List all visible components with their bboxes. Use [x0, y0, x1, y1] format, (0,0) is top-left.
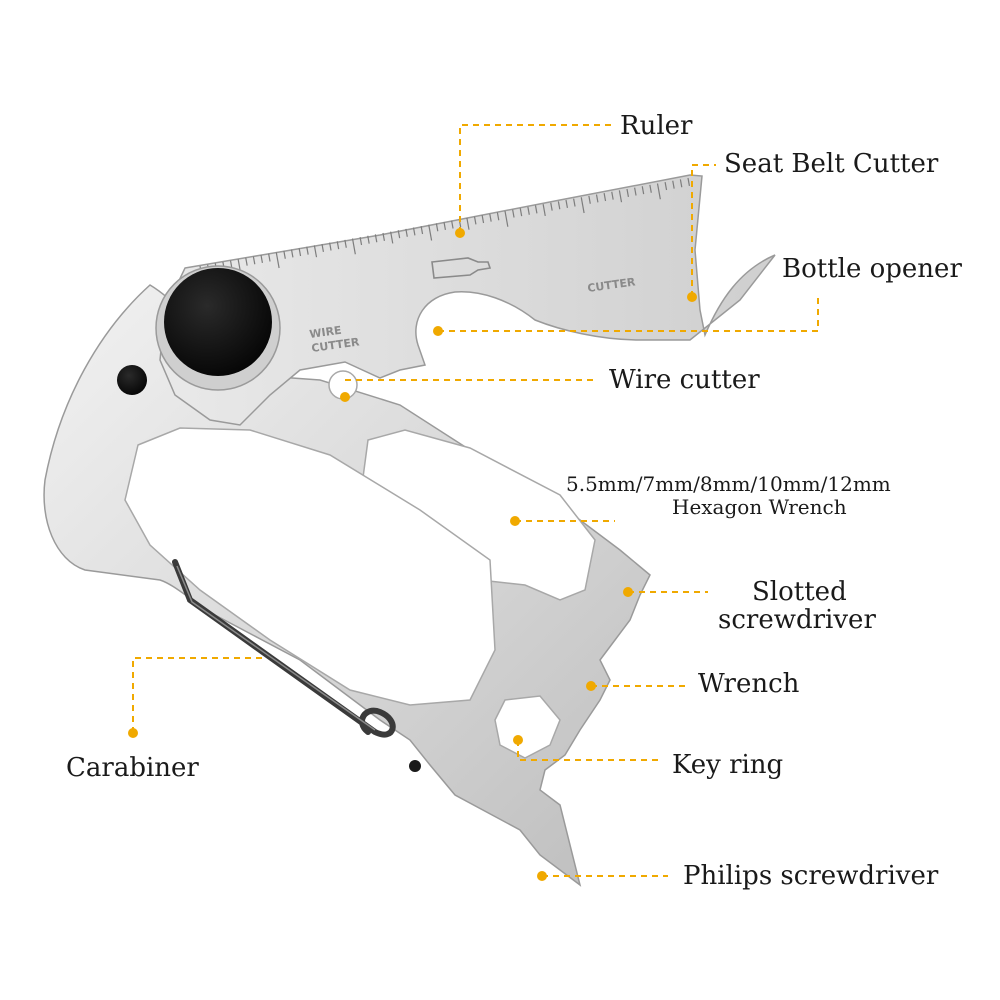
label-hex-sizes: 5.5mm/7mm/8mm/10mm/12mm	[566, 472, 891, 496]
ruler-tick	[489, 213, 492, 222]
dot-key-ring	[513, 735, 523, 745]
dot-wrench	[586, 681, 596, 691]
dot-wire-cutter	[340, 392, 350, 402]
label-slotted-line1: Slotted	[752, 577, 847, 607]
ruler-tick	[321, 243, 325, 252]
leader-seat-belt-cutter	[691, 164, 716, 297]
ruler-tick	[527, 206, 530, 215]
label-philips: Philips screwdriver	[683, 861, 939, 891]
pivot-knob	[164, 268, 272, 376]
ruler-tick	[573, 198, 576, 207]
label-hex-name: Hexagon Wrench	[672, 495, 847, 519]
ruler-tick	[237, 259, 241, 272]
label-wire-cutter: Wire cutter	[609, 365, 760, 395]
label-ruler: Ruler	[620, 111, 693, 141]
ruler-tick	[443, 221, 447, 230]
ruler-tick	[359, 237, 363, 246]
ruler-tick	[344, 239, 347, 248]
ruler-tick	[466, 217, 470, 230]
label-wrench: Wrench	[698, 669, 800, 699]
ruler-tick	[435, 223, 439, 232]
ruler-tick	[641, 186, 645, 195]
ruler-tick	[496, 212, 500, 221]
ruler-tick	[588, 195, 591, 204]
ruler-tick	[618, 190, 623, 203]
callout-leaders	[128, 124, 819, 881]
ruler-tick	[649, 184, 652, 193]
ruler-tick	[626, 188, 630, 197]
leader-carabiner	[132, 657, 262, 733]
ruler-tick	[580, 197, 585, 214]
ruler-tick	[412, 227, 416, 236]
label-carabiner: Carabiner	[66, 753, 199, 783]
ruler-tick	[268, 253, 271, 262]
ruler-tick	[306, 246, 309, 255]
ruler-tick	[557, 201, 561, 210]
dot-philips	[537, 871, 547, 881]
ruler-tick	[534, 205, 538, 214]
ruler-tick	[275, 252, 280, 269]
ruler-tick	[550, 202, 553, 211]
ruler-tick	[565, 199, 569, 208]
ruler-tick	[428, 224, 433, 241]
ruler-tick	[519, 208, 523, 217]
ruler-tick	[679, 179, 683, 188]
ruler-tick	[656, 183, 661, 200]
ruler-tick	[329, 242, 332, 251]
ruler-tick	[672, 180, 675, 189]
label-seat-belt-cutter: Seat Belt Cutter	[724, 149, 939, 179]
leader-ruler	[459, 124, 612, 233]
ruler-tick	[603, 193, 607, 202]
leader-key-ring	[517, 740, 662, 761]
ruler-tick	[595, 194, 599, 203]
dot-hex-wrench	[510, 516, 520, 526]
ruler-tick	[451, 220, 454, 229]
dot-carabiner	[128, 728, 138, 738]
ruler-tick	[542, 204, 546, 217]
label-slotted-line2: screwdriver	[718, 605, 876, 635]
ruler-tick	[405, 228, 408, 237]
ruler-tick	[252, 256, 256, 265]
ruler-tick	[283, 250, 286, 259]
ruler-tick	[504, 210, 509, 227]
ruler-tick	[481, 215, 485, 224]
key-ring-hole	[494, 695, 561, 759]
ruler-tick	[390, 231, 394, 244]
ruler-tick	[351, 238, 356, 255]
label-key-ring: Key ring	[672, 750, 783, 780]
ruler-tick	[374, 234, 378, 243]
ruler-tick	[290, 249, 294, 258]
ruler-tick	[382, 232, 386, 241]
dot-bottle-opener	[433, 326, 443, 336]
tool-upper-arm	[159, 174, 776, 426]
ruler-tick	[611, 191, 614, 200]
wire-cutter-stamp-line1: WIRE	[309, 324, 343, 341]
carabiner-wire-highlight	[176, 565, 376, 731]
leader-bottle-opener	[438, 293, 819, 332]
ruler-tick	[245, 257, 248, 266]
label-bottle-opener: Bottle opener	[782, 254, 962, 284]
ruler-tick	[397, 230, 401, 239]
ruler-tick	[634, 187, 637, 196]
ruler-tick	[512, 209, 515, 218]
dot-ruler	[455, 228, 465, 238]
callout-labels: Ruler Seat Belt Cutter Bottle opener Wir…	[66, 111, 962, 891]
rivet-left	[117, 365, 147, 395]
ruler-tick	[260, 254, 264, 263]
dot-slotted	[623, 587, 633, 597]
ruler-tick	[687, 177, 691, 186]
ruler-tick	[420, 226, 424, 235]
multitool-illustration: WIRE CUTTER CUTTER	[43, 174, 776, 887]
ruler-tick	[336, 241, 340, 250]
ruler-tick	[298, 248, 302, 257]
ruler-tick	[473, 216, 477, 225]
rivet-bottom	[409, 760, 421, 772]
ruler-tick	[664, 182, 668, 191]
ruler-tick	[313, 245, 318, 258]
carabiner-window	[124, 427, 496, 706]
bottle-engraving	[431, 257, 492, 279]
ruler-tick	[367, 235, 370, 244]
dot-seat-belt-cutter	[687, 292, 697, 302]
